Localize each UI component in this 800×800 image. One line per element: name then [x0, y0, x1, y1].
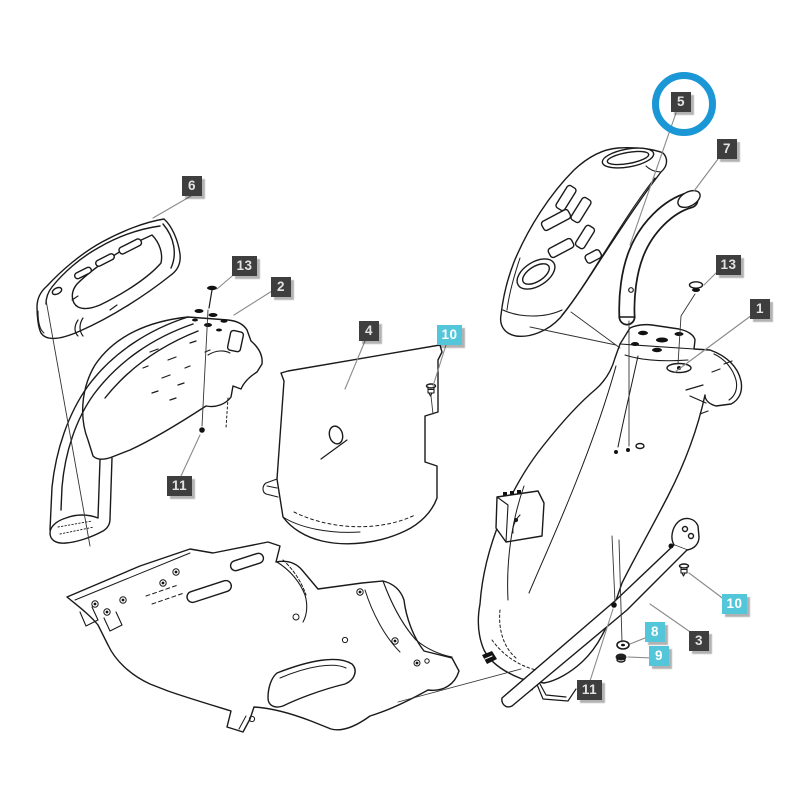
- part-2-fender-left: [49, 309, 263, 544]
- leader-9: [627, 656, 654, 659]
- screw-10-bottom: [678, 563, 690, 577]
- washer-8: [616, 640, 630, 650]
- callout-13[interactable]: 13: [716, 255, 741, 275]
- leader-lines: [152, 112, 753, 682]
- callout-11[interactable]: 11: [577, 680, 602, 700]
- part-4-panel: [262, 344, 443, 545]
- callout-1[interactable]: 1: [750, 299, 770, 319]
- callout-5-highlighted[interactable]: 5: [671, 92, 691, 112]
- callout-4[interactable]: 4: [359, 321, 379, 341]
- leader-4: [344, 340, 366, 390]
- leader-7: [693, 154, 722, 192]
- bolt-11-left: [199, 427, 205, 433]
- grommet-13-right: [688, 281, 704, 292]
- leader-10-top: [432, 344, 447, 387]
- leader-1: [674, 314, 753, 373]
- part-5-console-cover-right: [499, 147, 668, 338]
- leader-11-left: [180, 434, 201, 477]
- bolt-11-right: [611, 602, 617, 608]
- callout-3[interactable]: 3: [689, 631, 709, 651]
- floor-plate: [66, 541, 460, 733]
- part-7-grab-handle: [618, 189, 701, 326]
- callout-8[interactable]: 8: [645, 622, 665, 642]
- part-6-console-cover-left: [36, 218, 181, 340]
- leader-10-bottom: [688, 572, 726, 601]
- leader-5: [629, 112, 677, 246]
- nut-9: [615, 653, 627, 663]
- highlight-circle: [652, 72, 716, 136]
- leader-2: [233, 290, 273, 316]
- callout-6[interactable]: 6: [182, 176, 202, 196]
- callout-13[interactable]: 13: [232, 256, 257, 276]
- callout-7[interactable]: 7: [717, 139, 737, 159]
- callout-9[interactable]: 9: [649, 646, 669, 666]
- callout-10[interactable]: 10: [437, 325, 462, 345]
- callout-11[interactable]: 11: [167, 476, 192, 496]
- leader-3: [649, 603, 697, 637]
- part-1-fender-right: [477, 323, 743, 702]
- alignment-lines: [45, 293, 696, 703]
- callout-2[interactable]: 2: [271, 277, 291, 297]
- leader-6: [152, 195, 192, 219]
- part-3-support-bracket: [501, 517, 700, 708]
- hardware-fasteners: [199, 281, 704, 663]
- callout-10[interactable]: 10: [722, 594, 747, 614]
- screw-13-left: [207, 285, 217, 309]
- leader-11-right: [589, 608, 614, 682]
